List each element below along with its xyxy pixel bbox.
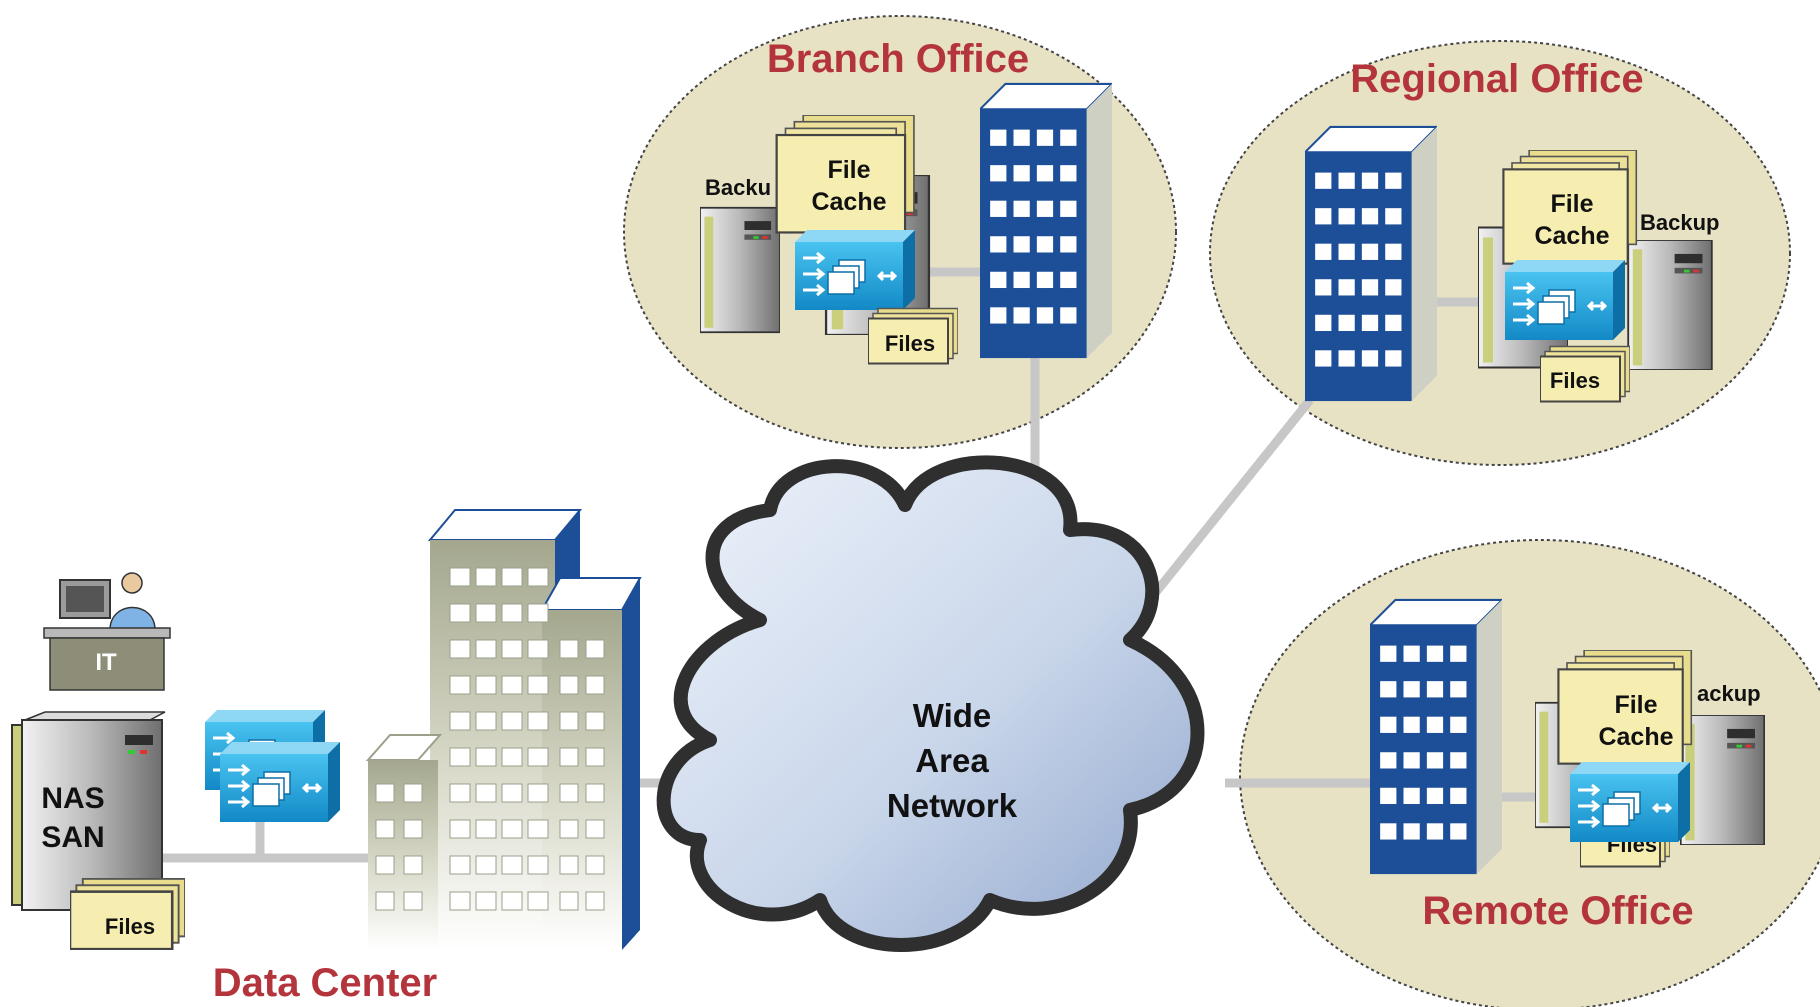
branch-cache-line1: File	[827, 156, 870, 184]
remote-accelerator-icon	[1570, 762, 1690, 842]
it-workstation-icon	[43, 572, 171, 691]
branch-building-icon	[980, 82, 1112, 360]
remote-office: File Cache ackup Files Remote Office	[1370, 598, 1765, 933]
regional-office: Regional Office File Cache Backup Files	[1305, 57, 1719, 403]
it-label: IT	[95, 649, 117, 676]
link-regional-wan	[1136, 397, 1314, 615]
branch-office-title: Branch Office	[767, 37, 1029, 81]
wan-label-line3: Network	[887, 787, 1018, 824]
regional-building-icon	[1305, 125, 1437, 403]
regional-accelerator-icon	[1505, 260, 1625, 340]
branch-backup-label: Backu	[705, 175, 771, 200]
regional-backup-label: Backup	[1640, 210, 1719, 235]
remote-office-title: Remote Office	[1422, 889, 1693, 933]
regional-office-title: Regional Office	[1350, 57, 1643, 101]
remote-backup-label: ackup	[1697, 681, 1761, 706]
remote-cache-line2: Cache	[1598, 723, 1673, 751]
wan-cloud: Wide Area Network	[656, 455, 1205, 952]
storage-label-line1: NAS	[41, 782, 104, 815]
regional-files-label: Files	[1550, 368, 1600, 393]
storage-label-line2: SAN	[41, 821, 104, 854]
network-links	[150, 267, 1570, 863]
data-center-title: Data Center	[213, 961, 438, 1005]
datacenter-accelerator-front-icon	[220, 742, 340, 822]
regional-backup-server-icon	[1627, 240, 1713, 370]
branch-backup-server-icon	[700, 206, 780, 334]
branch-accelerator-icon	[795, 230, 915, 310]
branch-files-label: Files	[885, 331, 935, 356]
wan-label-line2: Area	[915, 742, 989, 779]
remote-backup-server-icon	[1680, 715, 1765, 845]
datacenter-files-label: Files	[105, 914, 155, 939]
wan-label-line1: Wide	[913, 697, 992, 734]
remote-building-icon	[1370, 598, 1502, 876]
branch-cache-line2: Cache	[811, 188, 886, 216]
branch-office: Branch Office Backu File Cache Files	[700, 37, 1112, 365]
regional-cache-line2: Cache	[1534, 222, 1609, 250]
data-center: IT NAS SAN Files	[11, 509, 642, 1005]
regional-cache-line1: File	[1550, 190, 1593, 218]
remote-cache-line1: File	[1614, 691, 1657, 719]
datacenter-towers-icon	[365, 509, 642, 950]
